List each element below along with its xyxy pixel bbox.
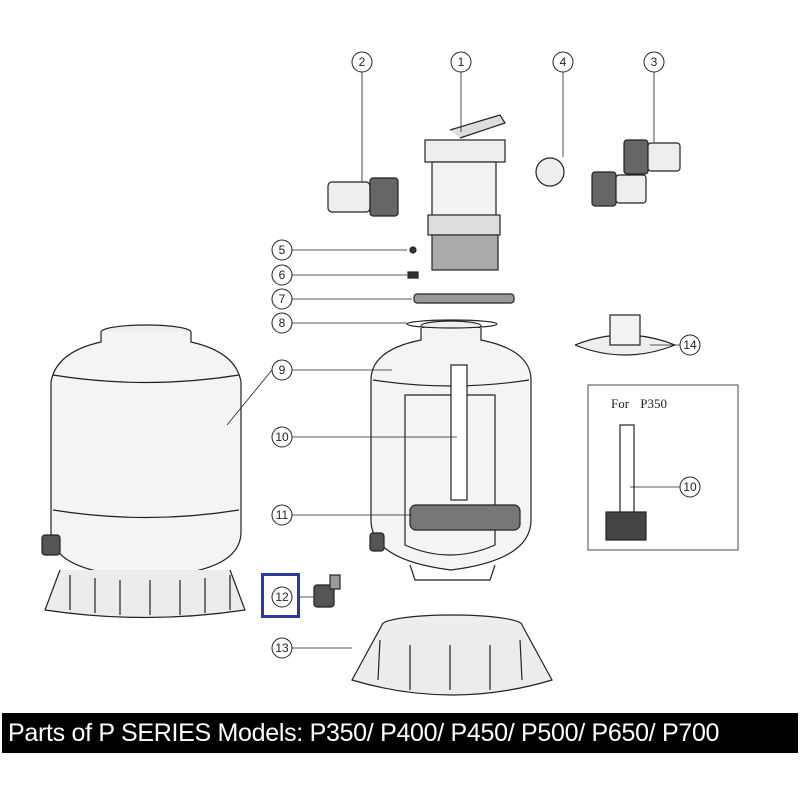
- callout-14: 14: [683, 338, 697, 352]
- callout-13: 13: [275, 641, 289, 655]
- highlight-box-part-12: [261, 573, 300, 618]
- inset-label: For P350: [611, 396, 668, 411]
- callout-7: 7: [279, 292, 286, 306]
- callout-12: 12: [275, 590, 289, 604]
- left-tank: [41, 324, 246, 619]
- title-banner: Parts of P SERIES Models: P350/ P400/ P4…: [2, 713, 798, 753]
- multiport-valve: [424, 114, 506, 271]
- callout-5: 5: [279, 243, 286, 257]
- callout-3: 3: [651, 55, 658, 69]
- callout-2: 2: [359, 55, 366, 69]
- callout-6: 6: [279, 268, 286, 282]
- middle-tank: [369, 320, 532, 581]
- callout-8: 8: [279, 316, 286, 330]
- callout-labels: [271, 51, 701, 659]
- callout-11: 11: [276, 508, 289, 522]
- callout-9: 9: [279, 363, 286, 377]
- callout-1: 1: [458, 55, 465, 69]
- callout-4: 4: [560, 55, 567, 69]
- base-part-13: [351, 614, 553, 696]
- union-parts: [327, 139, 681, 217]
- callout-10: 10: [275, 430, 289, 444]
- callout-10-inset: 10: [683, 480, 697, 494]
